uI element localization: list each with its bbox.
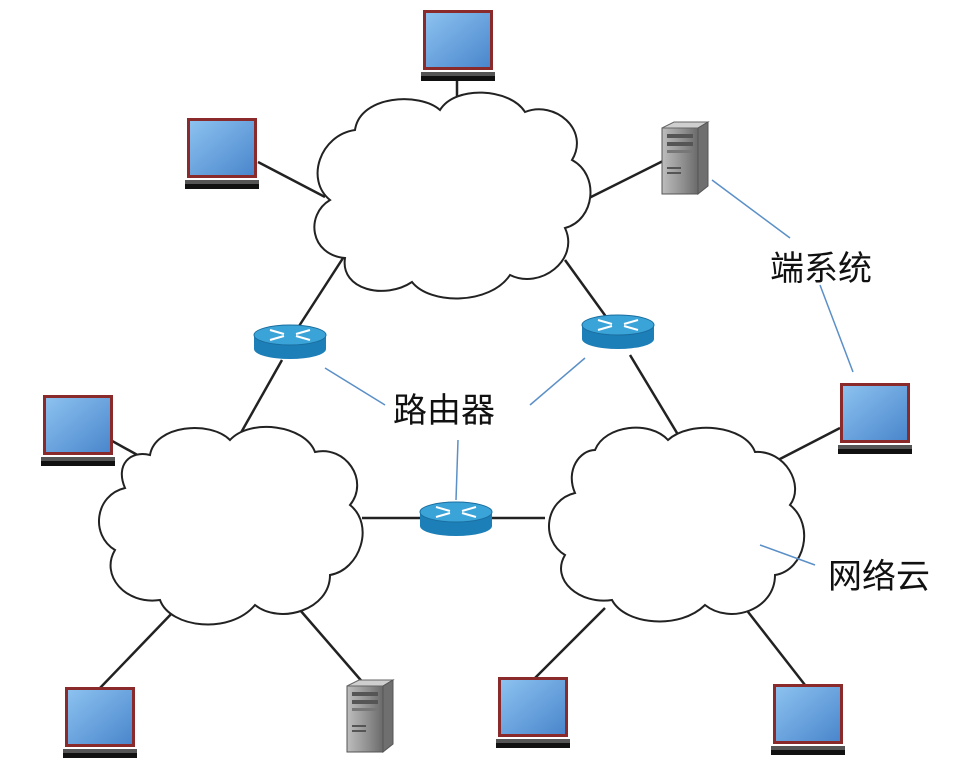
bottom-server-tower-icon	[346, 679, 394, 753]
bottom-left-computer-laptop-icon	[63, 687, 137, 758]
bottom-center-computer-laptop-icon	[496, 677, 570, 748]
center-router-icon	[419, 501, 493, 537]
link-upper-left-computer-top-cloud	[257, 160, 326, 199]
left-router-icon	[253, 324, 327, 360]
callout-lines	[324, 179, 854, 566]
link-left-router-left-cloud	[236, 359, 284, 439]
network-cloud-label: 网络云	[828, 557, 930, 597]
link-bottom-left-computer-left-cloud	[99, 609, 176, 689]
callout-end-system-to-computer	[819, 284, 854, 373]
link-right-router-right-cloud	[628, 354, 682, 439]
link-server-top-cloud	[584, 158, 666, 202]
top-network-cloud	[313, 91, 592, 300]
top-server-tower-icon	[661, 121, 709, 195]
top-computer-laptop-icon	[421, 10, 495, 81]
bottom-right-computer-laptop-icon	[771, 684, 845, 755]
callout-router-to-left-router	[324, 367, 386, 406]
upper-left-computer-laptop-icon	[185, 118, 259, 189]
link-top-cloud-right-router	[563, 259, 614, 326]
left-network-cloud	[98, 426, 364, 626]
link-bottom-right-computer-right-cloud	[744, 607, 806, 686]
left-computer-laptop-icon	[41, 395, 115, 466]
link-bottom-center-computer-right-cloud	[534, 607, 606, 679]
link-bottom-server-left-cloud	[299, 609, 366, 686]
end-system-label: 端系统	[770, 249, 872, 289]
callout-end-system-to-server	[711, 179, 791, 239]
router-label: 路由器	[393, 391, 495, 431]
callout-network-cloud	[759, 544, 816, 566]
right-router-icon	[581, 314, 655, 350]
callout-router-to-right-router	[529, 357, 586, 406]
link-right-computer-right-cloud	[777, 426, 841, 462]
connection-lines	[99, 80, 841, 689]
right-network-cloud	[548, 426, 806, 623]
callout-router-to-center-router	[455, 439, 459, 501]
right-computer-laptop-icon	[838, 383, 912, 454]
